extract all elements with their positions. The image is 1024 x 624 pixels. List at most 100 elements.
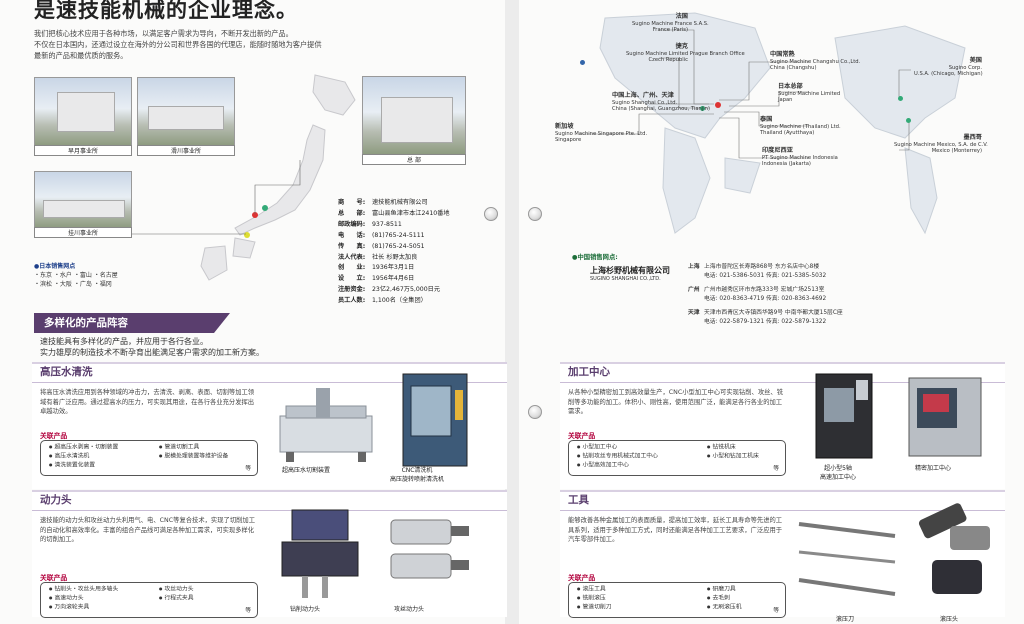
office-city: Thailand (Ayutthaya) <box>760 130 815 137</box>
office-name: 墨西哥 <box>963 134 982 141</box>
office-city: Indonesia (Jakarta) <box>762 161 811 168</box>
japan-map <box>200 74 356 281</box>
info-key: 电 话: <box>338 231 366 239</box>
addr-city: 上海 <box>688 264 700 270</box>
related-box: 钻削头・攻丝头用多轴头 高速动力头 万向滚轮夹具 攻丝动力头 行程式夹具 等 <box>40 582 258 618</box>
info-key: 注册资金: <box>338 286 366 294</box>
office-name: 美国 <box>969 57 982 64</box>
five-axis-center-image <box>815 373 873 459</box>
info-row: 邮政编码:937-8511 <box>338 220 450 231</box>
office-city: Japan <box>778 97 793 104</box>
info-value: (81)765-24-5111 <box>372 231 425 239</box>
machine-caption: 攻丝动力头 <box>394 606 425 613</box>
hayatsuki-label: 早月事业所 <box>34 145 132 156</box>
related-item: 脱模处理装置等维护设备 <box>159 451 229 462</box>
addr-city: 广州 <box>688 287 700 294</box>
card-title: 工具 <box>568 494 589 506</box>
related-item: 万向滚轮夹具 <box>49 602 90 613</box>
office-en: Sugino Machine Mexico, S.A. de C.V. <box>894 141 988 148</box>
machine-caption: 超高压水切割装置 <box>282 467 331 474</box>
machine-caption: 超小型5轴 高速加工中心 <box>820 465 857 481</box>
product-card-tools: 工具 能够改善各种金属加工的表面质量，提高加工效率，延长工具寿命等先进的工具系列… <box>560 490 1005 623</box>
card-title: 动力头 <box>40 494 72 506</box>
related-item: 管道切削刀 <box>577 602 612 613</box>
related-item: 钻削头・攻丝头用多轴头 <box>49 584 119 595</box>
info-key: 法人代表: <box>338 253 366 261</box>
product-card-water: 高压水清洗 将高压水清洗应用到各种领域的冲击力，去清洗、剥离、表面、切割等加工领… <box>32 362 507 489</box>
info-key: 邮政编码: <box>338 220 366 228</box>
related-title: 关联产品 <box>568 432 596 440</box>
office-en: Sugino Corp. <box>948 64 982 71</box>
office-city: China (Shanghai, Guangzhou, Tianjin) <box>612 106 710 113</box>
product-card-powerhead: 动力头 速技能的动力头和攻丝动力头利用气、电、CNC等复合技术，实现了切削加工的… <box>32 490 507 618</box>
office-city: U.S.A. (Chicago, Michigan) <box>914 71 983 78</box>
addr-line: 天津市西青区大寺镇西华路9号 中南华都大厦15层C座 <box>704 310 843 317</box>
related-item: 攻丝动力头 <box>159 584 194 595</box>
namerikawa-photo <box>137 77 235 147</box>
office-en: Sugino Machine Limited Prague Branch Off… <box>626 50 745 57</box>
intro-line: 最新的产品和最优质的服务。 <box>34 51 128 60</box>
map-dot <box>262 205 268 211</box>
office-name: 中国上海、广州、天津 <box>612 92 674 99</box>
machine-caption: 滚压刀 <box>836 616 855 623</box>
world-map <box>599 12 966 235</box>
related-item: 无刷滚压机 <box>707 602 742 613</box>
related-item: 滚压工具 <box>577 584 606 595</box>
info-key: 总 部: <box>338 209 366 217</box>
etc-label: 等 <box>773 465 779 472</box>
binder-ring <box>528 405 542 419</box>
related-box: 超高压水剥离・切割装置 高压水清洗机 清洗装置化装置 管道切割工具 脱模处理装置… <box>40 440 258 476</box>
office-city: China (Changshu) <box>770 65 817 72</box>
addr-block: 上海上海市普陀区长寿路868号 东方名店中心8楼 <box>688 263 843 272</box>
related-item: 小型高效加工中心 <box>577 460 629 471</box>
japan-hq-dot <box>715 102 721 108</box>
info-row: 商 号:速技能机械有限公司 <box>338 198 450 209</box>
water-cutting-machine-image <box>279 388 373 462</box>
map-leader-lines <box>120 160 301 235</box>
machine-caption: 滚压头 <box>940 616 959 623</box>
addr-tel: 电话: 020-8363-4719 传真: 020-8363-4692 <box>704 295 827 302</box>
related-item: 钻铣机床 <box>707 442 736 453</box>
company-info: 商 号:速技能机械有限公司 总 部:富山县鱼津市本江2410番地 邮政编码:93… <box>338 198 450 307</box>
office-city: Czech Republic <box>648 57 689 64</box>
addr-city: 天津 <box>688 310 700 317</box>
kakegawa-label: 挂川事业所 <box>34 227 132 238</box>
lead-line: 速技能具有多样化的产品，并应用于各行各业。 <box>40 337 208 346</box>
card-title: 加工中心 <box>568 366 610 378</box>
office-name: 日本总部 <box>778 83 803 90</box>
related-item: 高速动力头 <box>49 593 84 604</box>
card-title: 高压水清洗 <box>40 366 93 378</box>
office-indonesia: 印度尼西亚 PT Sugino Machine Indonesia Indone… <box>762 147 838 168</box>
binder-ring <box>484 207 498 221</box>
addr-block: 天津天津市西青区大寺镇西华路9号 中南华都大厦15层C座 <box>688 309 843 318</box>
china-addresses: 上海上海市普陀区长寿路868号 东方名店中心8楼 电话: 021-5386-50… <box>688 263 843 327</box>
info-value: 1936年3月1日 <box>372 264 415 272</box>
japan-sales-row: ・滨松 ・大阪 ・广岛 ・福冈 <box>34 281 112 288</box>
addr-block: 广州广州市越秀区环市东路333号 宏城广场2513室 <box>688 286 843 295</box>
roller-tools-image <box>798 522 896 596</box>
etc-label: 等 <box>245 465 251 472</box>
office-france: 法国 Sugino Machine France S.A.S. France (… <box>632 13 709 34</box>
office-city: France (Paris) <box>652 27 688 34</box>
roller-head-image <box>918 503 990 594</box>
info-row: 电 话: (81)765-24-5111 <box>338 231 450 242</box>
info-key: 员工人数: <box>338 297 366 305</box>
drilling-head-image <box>281 509 359 598</box>
kakegawa-photo <box>34 171 132 229</box>
sugino-cn-name: 上海杉野机械有限公司 <box>590 266 670 275</box>
section-lead: 速技能具有多样化的产品，并应用于各行各业。 实力雄厚的制造技术不断孕育出能满足客… <box>40 336 264 358</box>
product-card-machining: 加工中心 从各种小型精密加工到高效量生产，CNC小型加工中心可实现钻削、攻丝、铣… <box>560 362 1005 489</box>
related-item: 铣削滚压 <box>577 593 606 604</box>
precision-center-image <box>908 377 982 457</box>
headline: 是速技能机械的企业理念。 <box>34 0 298 22</box>
japan-sales-title: ●日本销售网点 <box>34 263 76 270</box>
related-item: 超高压水剥离・切割装置 <box>49 442 119 453</box>
office-dot <box>700 106 705 111</box>
related-box: 滚压工具 铣削滚压 管道切削刀 研磨刀具 去毛刺 无刷滚压机 等 <box>568 582 786 618</box>
addr-tel: 电话: 021-5386-5031 传真: 021-5385-5032 <box>704 272 827 279</box>
office-leader-lines <box>579 29 911 159</box>
japan-sales-row: ・东京 ・水户 ・富山 ・名古屋 <box>34 272 118 279</box>
lead-line: 实力雄厚的制造技术不断孕育出能满足客户需求的加工新方案。 <box>40 348 264 357</box>
hq-photo <box>362 76 466 156</box>
cnc-washer-image <box>402 373 468 467</box>
